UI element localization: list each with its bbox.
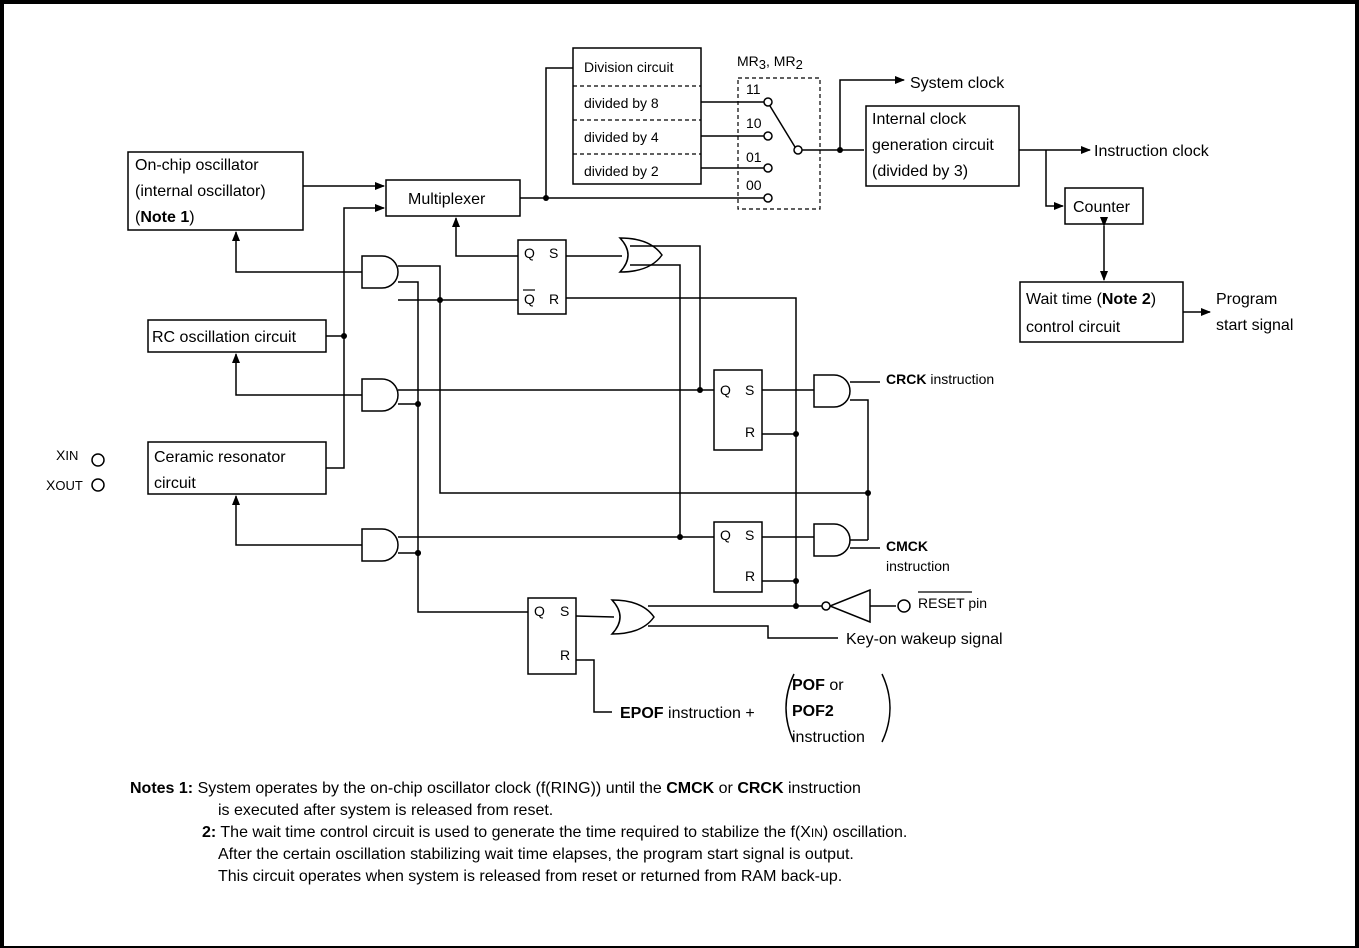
svg-text:RC oscillation circuit: RC oscillation circuit: [152, 329, 297, 346]
flip-flop-reset: Q S R: [527, 597, 577, 675]
svg-text:Internal clock: Internal clock: [872, 111, 967, 128]
note-2-line-3: This circuit operates when system is rel…: [218, 868, 843, 885]
svg-text:Division circuit: Division circuit: [584, 59, 674, 75]
svg-text:Counter: Counter: [1073, 199, 1131, 216]
wires: [232, 67, 1211, 713]
svg-text:XIN: XIN: [56, 447, 78, 463]
svg-text:11: 11: [746, 81, 761, 97]
svg-text:S: S: [745, 527, 754, 543]
svg-text:circuit: circuit: [154, 475, 196, 492]
wait-time-block: Wait time (Note 2) control circuit: [1019, 281, 1184, 343]
system-clock-label: System clock: [910, 75, 1005, 92]
svg-text:(Note 1): (Note 1): [135, 209, 195, 226]
or-gate-bottom: [610, 599, 655, 635]
svg-text:divided by 8: divided by 8: [584, 95, 659, 111]
and-gate-3: [361, 528, 399, 562]
svg-text:10: 10: [746, 115, 762, 131]
on-chip-oscillator-block: On-chip oscillator (internal oscillator)…: [127, 151, 304, 231]
ceramic-resonator-block: Ceramic resonator circuit: [147, 441, 327, 495]
cmck-label: CMCK: [886, 538, 928, 554]
epof-label: EPOF instruction +: [620, 705, 755, 722]
or-gate-top: [618, 237, 663, 273]
paren-left: [785, 673, 795, 743]
svg-text:Q: Q: [524, 291, 535, 307]
and-gate-2: [361, 378, 399, 412]
svg-text:Wait time (Note 2): Wait time (Note 2): [1026, 291, 1156, 308]
note-1-line-1: Notes 1: System operates by the on-chip …: [130, 780, 861, 797]
svg-text:00: 00: [746, 177, 762, 193]
svg-text:Ceramic resonator: Ceramic resonator: [154, 449, 286, 466]
svg-text:R: R: [745, 568, 755, 584]
flip-flop-top: Q S Q R: [517, 239, 567, 315]
svg-text:Q: Q: [720, 527, 731, 543]
svg-text:Q: Q: [534, 603, 545, 619]
svg-text:R: R: [745, 424, 755, 440]
reset-inverter-bubble: [821, 601, 831, 611]
pof-label: POF or: [792, 677, 844, 694]
svg-text:XOUT: XOUT: [46, 477, 83, 493]
svg-text:divided by 2: divided by 2: [584, 163, 659, 179]
note-1-line-2: is executed after system is released fro…: [218, 802, 554, 819]
svg-text:control circuit: control circuit: [1026, 319, 1121, 336]
svg-text:Q: Q: [720, 382, 731, 398]
svg-text:R: R: [560, 647, 570, 663]
flip-flop-crck: Q S R: [713, 369, 763, 451]
reset-inverter: [827, 588, 871, 624]
note-2-line-2: After the certain oscillation stabilizin…: [218, 846, 854, 863]
svg-text:R: R: [549, 291, 559, 307]
svg-text:S: S: [745, 382, 754, 398]
note-2-line-1: 2: The wait time control circuit is used…: [202, 824, 908, 841]
svg-text:(divided by 3): (divided by 3): [872, 163, 968, 180]
internal-clock-block: Internal clock generation circuit (divid…: [865, 105, 1020, 187]
svg-text:Q: Q: [524, 245, 535, 261]
rc-oscillation-block: RC oscillation circuit: [147, 319, 327, 353]
and-gate-1: [361, 255, 399, 289]
svg-text:On-chip oscillator: On-chip oscillator: [135, 157, 259, 174]
svg-text:divided by 4: divided by 4: [584, 129, 659, 145]
svg-text:S: S: [549, 245, 558, 261]
and-gate-cmck: [813, 523, 851, 557]
program-start-label-2: start signal: [1216, 317, 1293, 334]
reset-label: RESET pin: [918, 595, 987, 611]
program-start-label-1: Program: [1216, 291, 1277, 308]
flip-flop-cmck: Q S R: [713, 521, 763, 593]
notes: Notes 1: System operates by the on-chip …: [130, 778, 907, 888]
instruction-clock-label: Instruction clock: [1094, 143, 1210, 160]
keyon-label: Key-on wakeup signal: [846, 631, 1003, 648]
mr-switch: MR3, MR2 11 10 01 00: [737, 53, 821, 210]
xin-pin: XIN: [56, 447, 105, 467]
and-gate-crck: [813, 374, 851, 408]
crck-label: CRCK instruction: [886, 371, 994, 387]
svg-text:generation circuit: generation circuit: [872, 137, 994, 154]
paren-right: [881, 673, 891, 743]
division-circuit-block: Division circuit divided by 8 divided by…: [572, 47, 702, 185]
svg-text:MR3, MR2: MR3, MR2: [737, 53, 803, 72]
svg-text:S: S: [560, 603, 569, 619]
xout-pin: XOUT: [46, 477, 105, 493]
counter-block: Counter: [1064, 187, 1144, 225]
pof-instruction-label: instruction: [792, 729, 865, 746]
svg-text:(internal oscillator): (internal oscillator): [135, 183, 266, 200]
svg-text:01: 01: [746, 149, 762, 165]
pof2-label: POF2: [792, 703, 834, 720]
cmck-instruction-label: instruction: [886, 558, 950, 574]
svg-text:Multiplexer: Multiplexer: [408, 191, 486, 208]
multiplexer-block: Multiplexer: [385, 179, 521, 217]
